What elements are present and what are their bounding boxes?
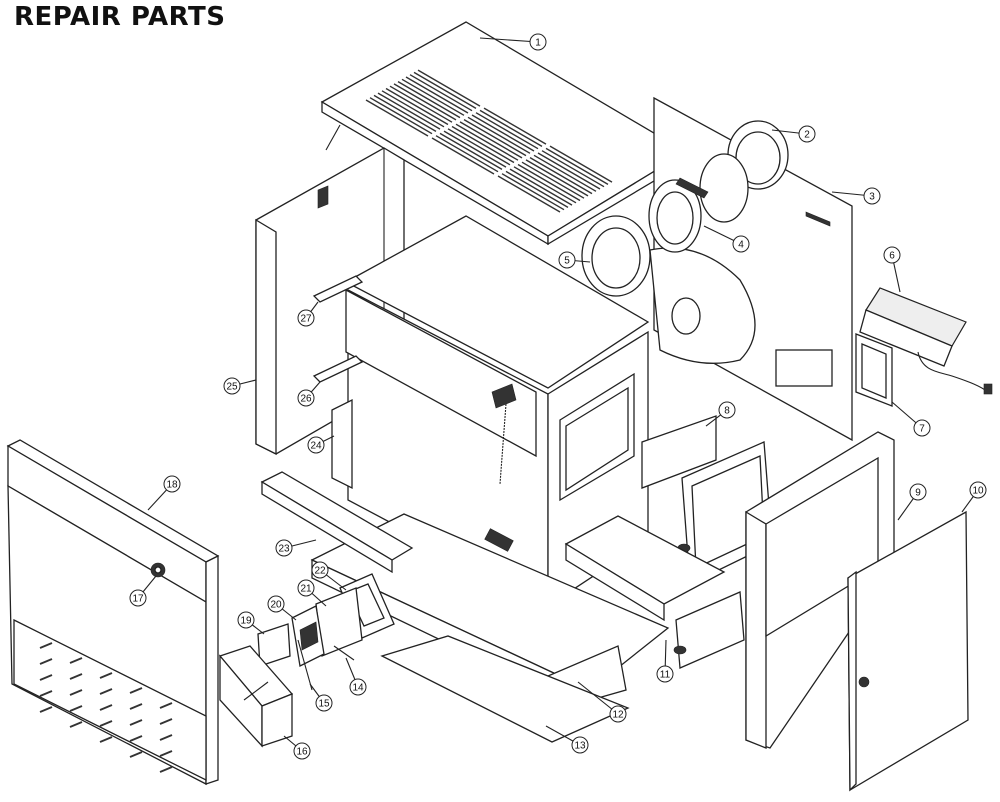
callout-circle-21 (297, 579, 315, 597)
callout-circle-13 (571, 736, 589, 754)
callout-circle-5 (558, 251, 576, 269)
callout-number-24: 24 (310, 441, 322, 452)
callout-circle-25 (223, 377, 241, 395)
callout-circle-1 (529, 33, 547, 51)
burner-door-lower (673, 591, 745, 669)
callout-circle-24 (307, 436, 325, 454)
callout-number-23: 23 (278, 544, 290, 555)
callout-number-15: 15 (318, 699, 330, 710)
control-bracket (257, 623, 291, 667)
callout-number-1: 1 (535, 38, 541, 49)
callout-number-4: 4 (738, 240, 744, 251)
vent-frame (855, 333, 893, 407)
callout-circle-3 (863, 187, 881, 205)
blower-fan (648, 177, 709, 253)
right-side-panel (745, 431, 895, 749)
callout-circle-14 (349, 678, 367, 696)
front-panel (6, 439, 220, 786)
callout-number-20: 20 (270, 600, 282, 611)
callout-number-21: 21 (300, 584, 312, 595)
callout-circle-12 (609, 705, 627, 723)
flue-ring (727, 120, 789, 190)
callout-circle-15 (315, 694, 333, 712)
callout-number-9: 9 (915, 488, 921, 499)
callout-circle-22 (311, 561, 329, 579)
upper-bracket (312, 275, 364, 303)
callout-number-18: 18 (166, 480, 178, 491)
callout-circle-23 (275, 539, 293, 557)
junction-box (218, 645, 294, 748)
callout-circle-17 (129, 589, 147, 607)
callout-number-14: 14 (352, 683, 364, 694)
callout-number-10: 10 (972, 486, 984, 497)
callout-number-27: 27 (300, 314, 312, 325)
callout-number-7: 7 (919, 424, 925, 435)
callout-number-22: 22 (314, 566, 326, 577)
callout-number-17: 17 (132, 594, 144, 605)
callout-leader-1 (479, 37, 539, 43)
callout-number-3: 3 (869, 192, 875, 203)
callout-circle-10 (969, 481, 987, 499)
callout-number-16: 16 (296, 747, 308, 758)
power-cord-assembly (859, 287, 993, 395)
callout-circle-8 (718, 401, 736, 419)
burner-tray (564, 515, 726, 622)
callout-circle-4 (732, 235, 750, 253)
callout-circle-26 (297, 389, 315, 407)
control-knob (150, 562, 166, 578)
callout-circle-9 (909, 483, 927, 501)
thermocouple (297, 639, 313, 691)
side-bracket-plate (331, 398, 353, 490)
access-door (847, 510, 969, 792)
base-channel (260, 471, 414, 574)
callout-number-8: 8 (724, 406, 730, 417)
callout-number-25: 25 (226, 382, 238, 393)
callout-number-12: 12 (612, 710, 624, 721)
callout-circle-7 (913, 419, 931, 437)
callout-number-11: 11 (660, 670, 671, 681)
callout-circle-19 (237, 611, 255, 629)
callout-circle-18 (163, 475, 181, 493)
gas-valve (291, 605, 325, 667)
top-grille-cover (320, 21, 688, 246)
callout-number-19: 19 (240, 616, 252, 627)
callout-leader-12 (577, 681, 619, 715)
callout-number-5: 5 (564, 256, 570, 267)
callout-number-13: 13 (574, 741, 586, 752)
callout-circle-2 (798, 125, 816, 143)
callout-circle-20 (267, 595, 285, 613)
callout-circle-16 (293, 742, 311, 760)
callout-circle-27 (297, 309, 315, 327)
callout-number-2: 2 (804, 130, 810, 141)
gasket-ring (581, 215, 651, 297)
pilot-tube (333, 645, 355, 661)
bottom-plate (380, 635, 630, 743)
page-title: REPAIR PARTS (14, 2, 226, 32)
callout-circle-6 (883, 246, 901, 264)
callout-number-6: 6 (889, 251, 895, 262)
callout-number-26: 26 (300, 394, 312, 405)
callout-circle-11 (656, 665, 674, 683)
lower-bracket (312, 355, 364, 383)
access-cover (641, 415, 717, 489)
